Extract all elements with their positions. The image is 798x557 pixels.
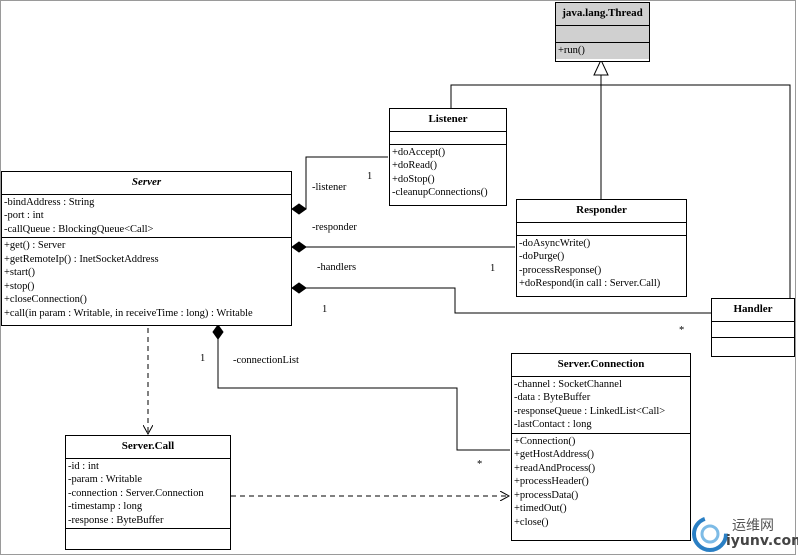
handlers-association <box>291 282 711 314</box>
attribute-row: -param : Writable <box>68 474 143 485</box>
class-server-name: Server <box>2 172 291 195</box>
handlers-role-label: -handlers <box>317 262 357 273</box>
attribute-row: -channel : SocketChannel <box>514 378 622 390</box>
method-row: +doAccept() <box>392 146 446 158</box>
class-handler-methods <box>712 338 794 353</box>
listener-role-label: -listener <box>312 182 347 193</box>
listener-association <box>291 156 388 215</box>
method-row: +close() <box>514 516 549 528</box>
connectionlist-role-label: -connectionList <box>233 355 299 366</box>
class-connection-methods: +Connection() +getHostAddress() +readAnd… <box>512 434 690 531</box>
method-row: +closeConnection() <box>4 294 87 305</box>
inheritance-lines <box>450 58 791 298</box>
attribute-row: -port : int <box>4 210 44 221</box>
class-server-call: Server.Call -id : int -param : Writable … <box>65 435 231 550</box>
method-row: -cleanupConnections() <box>392 187 488 198</box>
method-row: +getRemoteIp() : InetSocketAddress <box>4 253 159 265</box>
class-handler: Handler <box>711 298 795 357</box>
class-listener-methods: +doAccept() +doRead() +doStop() -cleanup… <box>390 145 506 201</box>
attribute-row: -bindAddress : String <box>4 196 95 208</box>
class-thread-name: java.lang.Thread <box>556 3 649 26</box>
handlers-multiplicity-server: 1 <box>322 304 328 315</box>
class-server-methods: +get() : Server +getRemoteIp() : InetSoc… <box>2 238 291 321</box>
method-row: +start() <box>4 267 35 278</box>
method-row: +processData() <box>514 489 579 501</box>
responder-association <box>291 241 515 253</box>
method-row: +readAndProcess() <box>514 462 596 474</box>
attribute-row: -data : ByteBuffer <box>514 392 591 403</box>
attribute-row: -response : ByteBuffer <box>68 514 164 526</box>
method-row: +timedOut() <box>514 503 567 514</box>
class-listener-name: Listener <box>390 109 506 132</box>
class-responder-attributes <box>517 223 686 236</box>
class-thread-methods: +run() <box>556 43 649 59</box>
attribute-row: -timestamp : long <box>68 501 143 512</box>
watermark-logo-icon <box>692 516 728 552</box>
method-row: -doAsyncWrite() <box>519 237 591 249</box>
method-row: -doPurge() <box>519 251 565 262</box>
class-call-name: Server.Call <box>66 436 230 459</box>
class-responder: Responder -doAsyncWrite() -doPurge() -pr… <box>516 199 687 297</box>
connectionlist-multiplicity: * <box>477 459 483 470</box>
class-responder-name: Responder <box>517 200 686 223</box>
connectionlist-association <box>212 324 510 451</box>
listener-multiplicity: 1 <box>367 171 373 182</box>
method-row: +run() <box>558 45 585 56</box>
class-thread-attributes <box>556 26 649 43</box>
attribute-row: -connection : Server.Connection <box>68 487 204 499</box>
method-row: +doRespond(in call : Server.Call) <box>519 278 661 289</box>
method-row: +getHostAddress() <box>514 449 594 460</box>
class-listener-attributes <box>390 132 506 145</box>
class-listener: Listener +doAccept() +doRead() +doStop()… <box>389 108 507 206</box>
class-connection-attributes: -channel : SocketChannel -data : ByteBuf… <box>512 377 690 434</box>
method-row: +doRead() <box>392 160 437 171</box>
handlers-multiplicity: * <box>679 325 685 336</box>
method-row: -processResponse() <box>519 264 602 276</box>
class-server-connection: Server.Connection -channel : SocketChann… <box>511 353 691 541</box>
watermark: 运维网 iyunv.com <box>690 510 798 554</box>
class-handler-attributes <box>712 322 794 338</box>
class-server: Server -bindAddress : String -port : int… <box>1 171 292 326</box>
responder-multiplicity: 1 <box>490 263 496 274</box>
class-call-attributes: -id : int -param : Writable -connection … <box>66 459 230 529</box>
attribute-row: -lastContact : long <box>514 419 592 430</box>
class-responder-methods: -doAsyncWrite() -doPurge() -processRespo… <box>517 236 686 292</box>
class-thread: java.lang.Thread +run() <box>555 2 650 62</box>
class-handler-name: Handler <box>712 299 794 322</box>
attribute-row: -callQueue : BlockingQueue<Call> <box>4 223 154 235</box>
attribute-row: -responseQueue : LinkedList<Call> <box>514 405 666 417</box>
connectionlist-multiplicity-server: 1 <box>200 353 206 364</box>
class-call-methods <box>66 529 230 543</box>
method-row: +processHeader() <box>514 476 589 487</box>
watermark-text-cn: 运维网 <box>732 518 774 534</box>
method-row: +call(in param : Writable, in receiveTim… <box>4 307 253 319</box>
class-connection-name: Server.Connection <box>512 354 690 377</box>
method-row: +doStop() <box>392 173 435 185</box>
method-row: +Connection() <box>514 435 576 447</box>
attribute-row: -id : int <box>68 460 99 472</box>
responder-role-label: -responder <box>312 222 357 233</box>
method-row: +stop() <box>4 280 35 292</box>
method-row: +get() : Server <box>4 240 66 251</box>
class-server-attributes: -bindAddress : String -port : int -callQ… <box>2 195 291 238</box>
watermark-text-url: iyunv.com <box>726 533 798 549</box>
